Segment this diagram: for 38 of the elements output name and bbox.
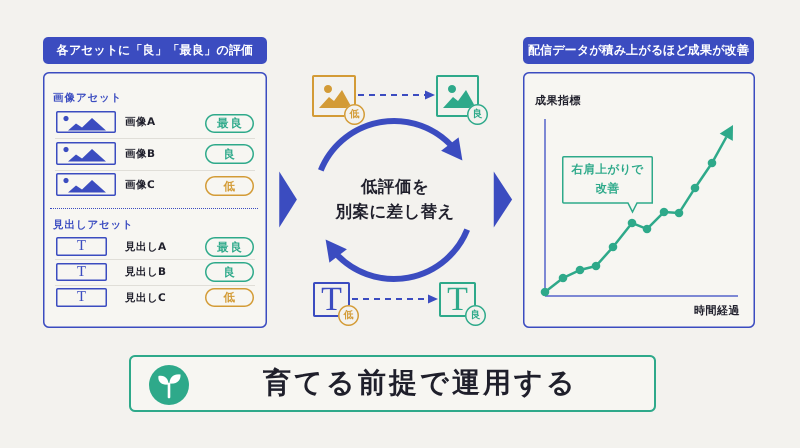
rating-badge: 低 xyxy=(205,176,254,196)
text-icon: T xyxy=(56,288,107,307)
banner xyxy=(129,355,656,412)
chevron-arrow xyxy=(494,172,512,228)
asset-name: 画像A xyxy=(125,115,156,130)
heading-band: 各アセットに「良」「最良」の評価 xyxy=(43,37,267,64)
image-icon xyxy=(56,111,116,133)
axis-label: 時間経過 xyxy=(694,303,740,319)
cycle-label: 低評価を別案に差し替え xyxy=(335,174,455,224)
image-icon xyxy=(56,173,116,196)
rating-badge: 低 xyxy=(344,104,365,125)
rating-badge: 良 xyxy=(205,262,254,282)
rating-badge: 良 xyxy=(205,144,254,164)
chart-panel xyxy=(523,72,755,328)
chevron-arrow xyxy=(279,172,297,228)
rating-badge: 低 xyxy=(205,288,254,307)
rating-badge: 良 xyxy=(465,305,486,326)
text-icon: T xyxy=(56,237,107,256)
asset-name: 見出しC xyxy=(125,290,166,306)
asset-name: 見出しA xyxy=(125,240,166,254)
rating-badge: 良 xyxy=(467,104,488,125)
asset-panel xyxy=(43,72,267,328)
asset-name: 画像B xyxy=(125,146,156,162)
image-icon xyxy=(56,142,116,165)
section-heading: 見出しアセット xyxy=(53,218,134,233)
banner-text: 育てる前提で運用する xyxy=(263,366,578,400)
rating-badge: 最良 xyxy=(205,114,254,133)
arrow xyxy=(352,294,438,304)
text-icon: T xyxy=(56,263,107,281)
asset-name: 画像C xyxy=(125,178,155,192)
arrow xyxy=(358,90,435,100)
rating-badge: 低 xyxy=(338,305,359,326)
rating-badge: 最良 xyxy=(205,237,254,257)
section-heading: 画像アセット xyxy=(53,91,122,106)
asset-name: 見出しB xyxy=(125,265,166,280)
callout: 右肩上がりで改善 xyxy=(562,156,653,213)
heading-band: 配信データが積み上がるほど成果が改善 xyxy=(523,37,754,64)
axis-label: 成果指標 xyxy=(535,93,581,109)
